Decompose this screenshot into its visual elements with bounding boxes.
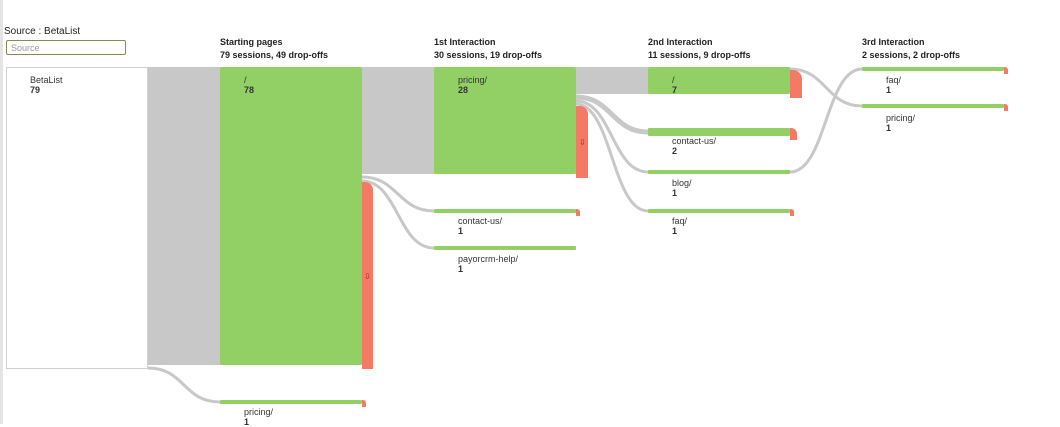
node-label-i3-faq: faq/ 1: [886, 75, 902, 95]
dropoff-start-pricing[interactable]: [362, 400, 366, 407]
node-label-start-pricing: pricing/ 1: [244, 407, 274, 427]
column-title: 2nd Interaction: [648, 37, 713, 47]
node-label-start-home: / 78: [244, 75, 255, 95]
flow-home-to-pricing-3rd[interactable]: [789, 67, 863, 108]
drop-off-arrow-icon: ⇩: [364, 272, 371, 281]
node-i1-contact[interactable]: [434, 209, 576, 213]
dropoff-i2-home[interactable]: [790, 70, 802, 98]
source-filter-input[interactable]: [6, 40, 126, 55]
flow-pricing-to-faq[interactable]: [575, 102, 649, 213]
dropoff-i3-faq[interactable]: [1004, 67, 1008, 74]
source-node-label: BetaList 79: [30, 75, 63, 95]
flow-home-to-pricing[interactable]: [362, 67, 434, 174]
source-dimension-label: Source : BetaList: [4, 26, 81, 37]
node-i2-faq[interactable]: [648, 209, 790, 213]
node-i2-blog[interactable]: [648, 170, 790, 174]
column-title: Starting pages: [220, 37, 283, 47]
source-node-betalist[interactable]: [6, 67, 148, 369]
node-label-i2-faq: faq/ 1: [672, 216, 688, 236]
column-header-3rd-interaction[interactable]: 3rd Interaction 2 sessions, 2 drop-offs: [862, 36, 960, 61]
node-i3-pricing[interactable]: [862, 104, 1004, 108]
flow-pricing-to-home[interactable]: [576, 67, 648, 94]
column-header-starting-pages[interactable]: Starting pages 79 sessions, 49 drop-offs: [220, 36, 328, 61]
dropoff-i2-contact[interactable]: [790, 128, 797, 140]
column-subtitle: 30 sessions, 19 drop-offs: [434, 49, 543, 60]
dropoff-i3-pricing[interactable]: [1004, 104, 1008, 111]
node-label-i1-pricing: pricing/ 28: [458, 75, 488, 95]
node-label-i2-contact: contact-us/ 2: [672, 136, 717, 156]
flow-home-to-contact[interactable]: [361, 175, 435, 213]
flow-source-to-pricing[interactable]: [147, 366, 221, 404]
node-start-home[interactable]: [220, 67, 362, 365]
column-header-1st-interaction[interactable]: 1st Interaction 30 sessions, 19 drop-off…: [434, 36, 542, 61]
column-header-2nd-interaction[interactable]: 2nd Interaction 11 sessions, 9 drop-offs: [648, 36, 751, 61]
node-i3-faq[interactable]: [862, 67, 1004, 71]
flow-home-to-payorcrm[interactable]: [361, 179, 435, 250]
node-start-pricing[interactable]: [220, 400, 362, 404]
flow-pricing-to-contact[interactable]: [575, 94, 649, 135]
column-subtitle: 11 sessions, 9 drop-offs: [648, 49, 751, 60]
flow-pricing-to-blog[interactable]: [575, 99, 649, 174]
column-title: 1st Interaction: [434, 37, 496, 47]
node-label-i2-blog: blog/ 1: [672, 178, 692, 198]
node-label-i1-contact: contact-us/ 1: [458, 216, 503, 236]
node-i1-pricing[interactable]: [434, 67, 576, 174]
column-title: 3rd Interaction: [862, 37, 925, 47]
dropoff-start-home[interactable]: [362, 182, 373, 369]
dropoff-i1-contact[interactable]: [576, 209, 580, 216]
drop-off-arrow-icon: ⇩: [579, 138, 586, 147]
node-label-i1-payorcrm: payorcrm-help/ 1: [458, 254, 519, 274]
node-i1-payorcrm[interactable]: [434, 246, 576, 250]
node-i2-home[interactable]: [648, 67, 790, 94]
column-subtitle: 79 sessions, 49 drop-offs: [220, 49, 329, 60]
node-label-i3-pricing: pricing/ 1: [886, 113, 916, 133]
column-subtitle: 2 sessions, 2 drop-offs: [862, 49, 961, 60]
dropoff-i2-faq[interactable]: [790, 209, 794, 216]
flow-source-to-home[interactable]: [148, 67, 220, 365]
dropoff-i1-pricing[interactable]: [576, 106, 588, 178]
flow-blog-to-faq[interactable]: [789, 67, 863, 174]
node-label-i2-home: / 7: [672, 75, 678, 95]
node-i2-contact[interactable]: [648, 128, 790, 136]
left-edge-border: [0, 0, 3, 424]
